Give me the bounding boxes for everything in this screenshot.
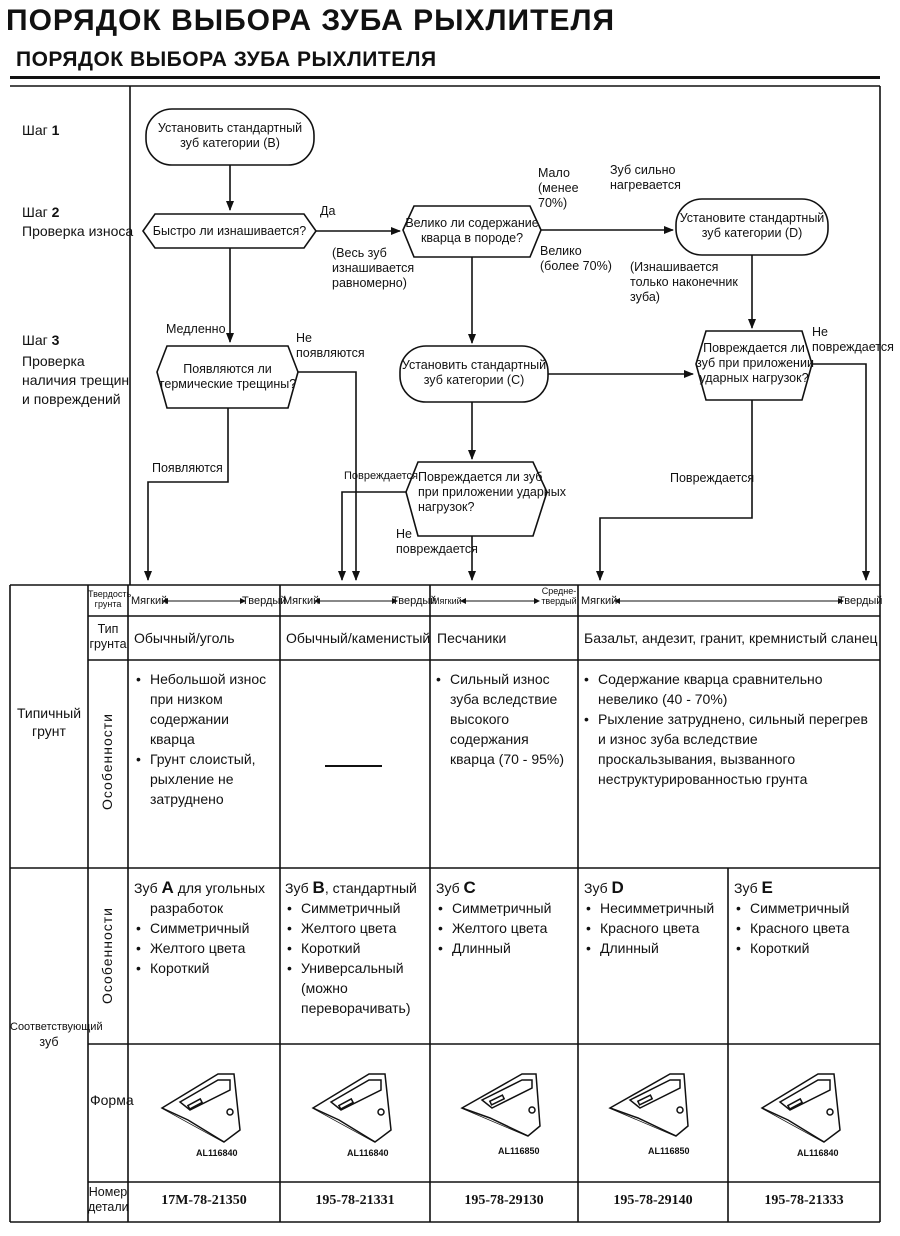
part-number-c: 195-78-29130 bbox=[464, 1193, 544, 1208]
label-much-quartz: Велико(более 70%) bbox=[540, 244, 612, 273]
tooth-b-code: AL116840 bbox=[347, 1148, 389, 1158]
tooth-d-code: AL116850 bbox=[648, 1146, 690, 1156]
soil-type-4: Базальт, андезит, гранит, кремнистый сла… bbox=[584, 630, 878, 646]
list-item: Длинный bbox=[436, 938, 576, 958]
title-divider bbox=[10, 76, 880, 79]
soft-label-3: Мягкий bbox=[432, 596, 462, 606]
list-item: Несимметричный bbox=[584, 898, 726, 918]
node-wear-question: Быстро ли изнашивается? bbox=[152, 224, 307, 238]
part-number-a: 17M-78-21350 bbox=[161, 1193, 247, 1208]
tooth-drawings bbox=[160, 1073, 841, 1143]
list-item: Сильный износ зуба вследствие высокого с… bbox=[434, 669, 576, 769]
part-number-d: 195-78-29140 bbox=[613, 1193, 693, 1208]
list-item: Красного цвета bbox=[584, 918, 726, 938]
label-cracks-appear: Появляются bbox=[152, 461, 223, 475]
tooth-d-icon bbox=[608, 1073, 689, 1137]
soil-features-col1: Небольшой износ при низком содержании кв… bbox=[134, 669, 276, 809]
soft-label-1: Мягкий bbox=[131, 595, 168, 607]
list-item: Длинный bbox=[584, 938, 726, 958]
list-item: Желтого цвета bbox=[436, 918, 576, 938]
part-number-b: 195-78-21331 bbox=[315, 1193, 395, 1208]
step-3-line-3: и повреждений bbox=[22, 391, 121, 407]
midhard-label: Средне-твердый bbox=[541, 586, 577, 606]
step-3-line-1: Проверка bbox=[22, 353, 85, 369]
soil-features-col3: Сильный износ зуба вследствие высокого с… bbox=[434, 669, 576, 769]
step-2-label: Шаг 2 bbox=[22, 204, 60, 220]
list-item: Короткий bbox=[285, 938, 429, 958]
soil-features-col4: Содержание кварца сравнительно невелико … bbox=[582, 669, 874, 789]
soft-label-2: Мягкий bbox=[283, 595, 320, 607]
soft-label-4: Мягкий bbox=[581, 595, 618, 607]
tooth-b-icon bbox=[311, 1073, 392, 1143]
list-item: Содержание кварца сравнительно невелико … bbox=[582, 669, 874, 709]
tooth-a-code: AL116840 bbox=[196, 1148, 238, 1158]
label-yes: Да bbox=[320, 204, 336, 218]
soil-features-label: Особенности bbox=[99, 713, 115, 811]
list-item: Небольшой износ при низком содержании кв… bbox=[134, 669, 276, 749]
hard-label-4: Твердый bbox=[838, 595, 883, 607]
list-item: Красного цвета bbox=[734, 918, 876, 938]
hard-label-2: Твердый bbox=[392, 595, 437, 607]
list-item: Рыхление затруднено, сильный перегрев и … bbox=[582, 709, 874, 789]
list-item: Желтого цвета bbox=[285, 918, 429, 938]
tooth-c-icon bbox=[460, 1073, 541, 1137]
step-2-title: Проверка износа bbox=[22, 223, 134, 239]
tooth-a-icon bbox=[160, 1073, 241, 1143]
list-item: Универсальный (можно переворачивать) bbox=[285, 958, 429, 1018]
tooth-e-code: AL116840 bbox=[797, 1148, 839, 1158]
list-item: Короткий bbox=[734, 938, 876, 958]
tooth-c-code: AL116850 bbox=[498, 1146, 540, 1156]
shape-label: Форма bbox=[90, 1092, 134, 1108]
label-slowly: Медленно bbox=[166, 322, 226, 336]
soil-type-2: Обычный/каменистый bbox=[286, 630, 431, 646]
list-item: Симметричный bbox=[285, 898, 429, 918]
list-item: Короткий bbox=[134, 958, 276, 978]
tooth-e-features: Зуб E Симметричный Красного цвета Коротк… bbox=[734, 878, 876, 958]
list-item: Желтого цвета bbox=[134, 938, 276, 958]
page-subtitle: ПОРЯДОК ВЫБОРА ЗУБА РЫХЛИТЕЛЯ bbox=[16, 48, 437, 71]
tooth-a-features: Зуб A для угольных разработок Симметричн… bbox=[134, 878, 276, 978]
soil-type-3: Песчаники bbox=[437, 630, 507, 646]
tooth-d-features: Зуб D Несимметричный Красного цвета Длин… bbox=[584, 878, 726, 958]
step-1-label: Шаг 1 bbox=[22, 122, 60, 138]
soil-type-1: Обычный/уголь bbox=[134, 630, 235, 646]
tooth-features-label: Особенности bbox=[99, 907, 115, 1005]
list-item: Симметричный bbox=[734, 898, 876, 918]
tooth-b-features: Зуб B, стандартный Симметричный Желтого … bbox=[285, 878, 429, 1018]
page-title: ПОРЯДОК ВЫБОРА ЗУБА РЫХЛИТЕЛЯ bbox=[6, 4, 616, 37]
hard-label-1: Твердый bbox=[242, 595, 287, 607]
tooth-e-icon bbox=[760, 1073, 841, 1143]
step-3-line-2: наличия трещин bbox=[22, 372, 130, 388]
list-item: Симметричный bbox=[134, 918, 276, 938]
step-3-label: Шаг 3 bbox=[22, 332, 60, 348]
label-damaged-mid: Повреждается bbox=[344, 470, 418, 482]
list-item: Симметричный bbox=[436, 898, 576, 918]
part-number-e: 195-78-21333 bbox=[764, 1193, 844, 1208]
label-damaged-right: Повреждается bbox=[670, 471, 755, 485]
tooth-c-features: Зуб C Симметричный Желтого цвета Длинный bbox=[436, 878, 576, 958]
list-item: Грунт слоистый, рыхление не затруднено bbox=[134, 749, 276, 809]
